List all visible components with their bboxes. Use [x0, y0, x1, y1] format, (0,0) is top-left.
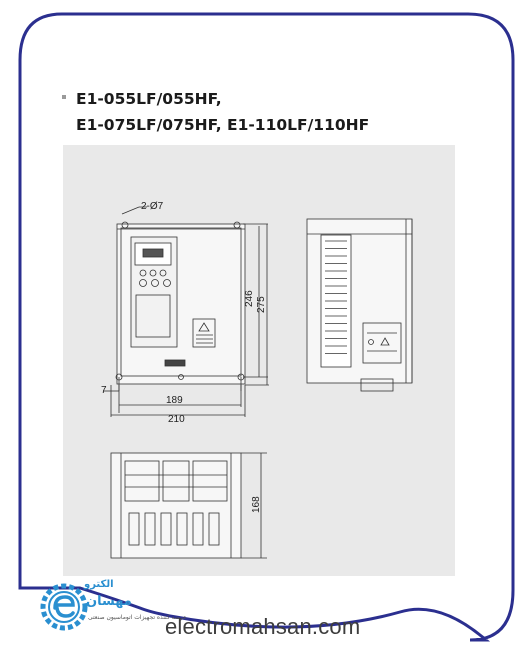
- frame-border: [18, 12, 515, 642]
- dim-210: 210: [168, 414, 185, 425]
- dimension-drawing: 2-Ø7 246 275 7 189 210 168: [101, 201, 413, 559]
- model-title: E1-055LF/055HF, E1-075LF/075HF, E1-110LF…: [62, 86, 369, 138]
- terminal-block: [128, 512, 220, 546]
- side-vent-slots: [325, 240, 347, 354]
- hole-label: 2-Ø7: [141, 201, 164, 212]
- terminal-slot: [192, 512, 204, 546]
- dim-7: 7: [101, 385, 107, 396]
- terminal-slot: [144, 512, 156, 546]
- website-url[interactable]: electromahsan.com: [165, 614, 361, 639]
- title-line-1: E1-055LF/055HF,: [76, 90, 222, 108]
- dim-189: 189: [166, 395, 183, 406]
- dim-275: 275: [256, 296, 267, 313]
- dim-246: 246: [244, 290, 255, 307]
- title-bullet: [62, 95, 66, 99]
- terminal-slot: [208, 512, 220, 546]
- logo-tagline: عرضه کننده تجهیزات اتوماسیون صنعتی: [88, 614, 187, 621]
- side-view: [306, 218, 413, 392]
- logo-text-line-2: مهسان: [86, 594, 132, 609]
- terminal-slot: [128, 512, 140, 546]
- terminal-slot: [160, 512, 172, 546]
- front-view: [115, 221, 246, 391]
- dim-168: 168: [251, 496, 262, 513]
- company-logo: [40, 583, 88, 631]
- title-line-2: E1-075LF/075HF, E1-110LF/110HF: [76, 116, 370, 134]
- logo-text-line-1: الکترو: [84, 579, 114, 590]
- terminal-slot: [176, 512, 188, 546]
- gear-icon: [40, 583, 88, 631]
- bottom-view: [110, 452, 267, 559]
